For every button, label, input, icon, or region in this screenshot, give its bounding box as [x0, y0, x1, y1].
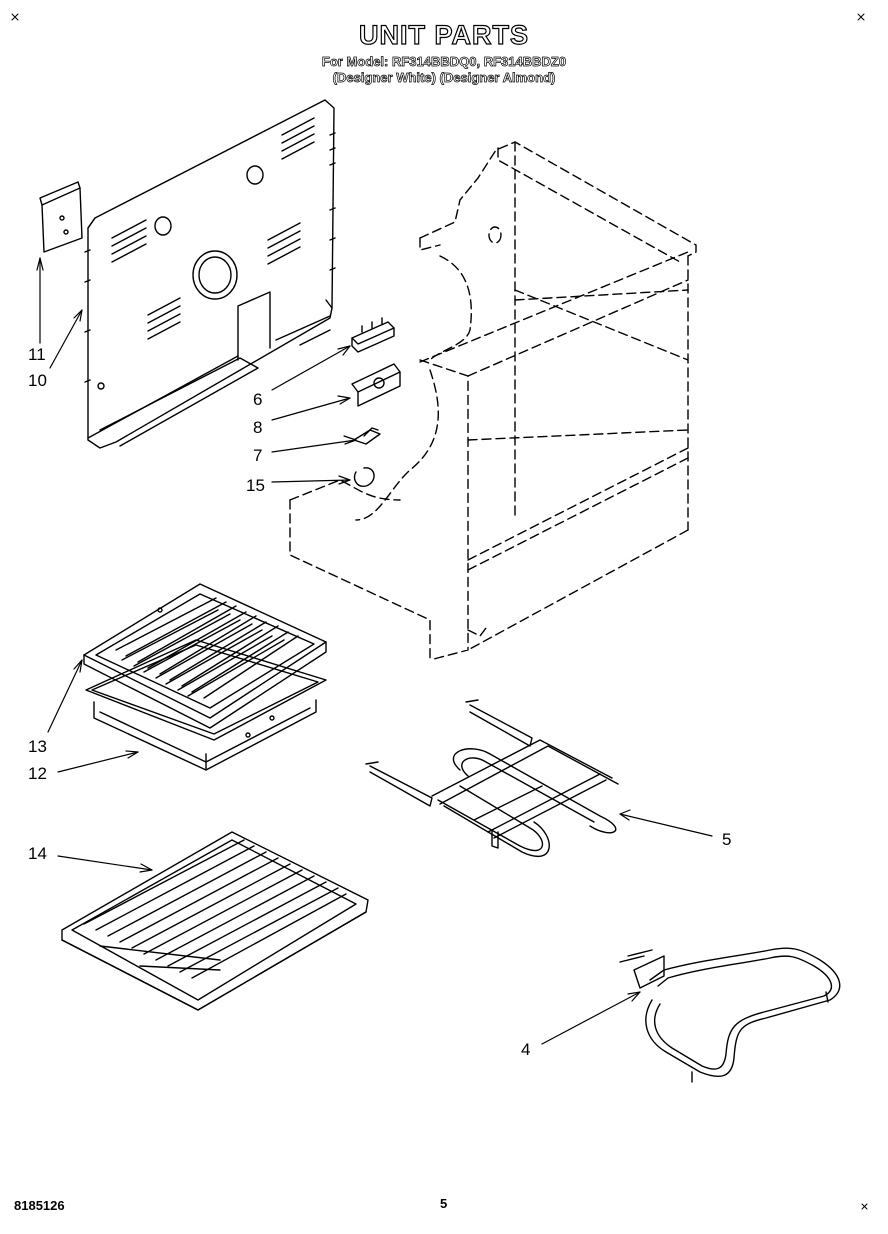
- callout-6: 6: [253, 390, 263, 409]
- page-title: UNIT PARTS: [358, 19, 529, 50]
- model-line: For Model: RF314BBDQ0, RF314BBDZ0: [321, 54, 567, 69]
- callout-11: 11: [28, 345, 46, 364]
- callout-8: 8: [253, 418, 263, 437]
- callout-10: 10: [28, 371, 47, 390]
- color-line: (Designer White) (Designer Almond): [332, 70, 556, 85]
- ring-part-15: [353, 467, 375, 487]
- callout-12: 12: [28, 764, 47, 783]
- switch-plate-part-8: [351, 363, 401, 407]
- document-number: 8185126: [14, 1198, 65, 1213]
- oven-cavity-outline: [289, 141, 697, 661]
- bracket-part-11: [39, 181, 83, 253]
- callout-7: 7: [253, 446, 263, 465]
- broil-element-part-5: [365, 699, 619, 858]
- oven-rack-part-14: [61, 831, 369, 1011]
- callout-13: 13: [28, 737, 47, 756]
- clip-part-7: [353, 427, 381, 445]
- callout-15: 15: [246, 476, 265, 495]
- terminal-block-part-6: [351, 317, 395, 353]
- callout-14: 14: [28, 844, 47, 863]
- broil-grid-part-13: [83, 583, 327, 729]
- rear-panel-part-10: [84, 99, 336, 449]
- callout-4: 4: [521, 1040, 531, 1059]
- page-number: 5: [440, 1196, 448, 1211]
- leader-lines: [36, 257, 713, 1045]
- bake-element-part-4: [619, 947, 841, 1083]
- corner-marks: [11, 13, 868, 1210]
- callout-5: 5: [722, 830, 732, 849]
